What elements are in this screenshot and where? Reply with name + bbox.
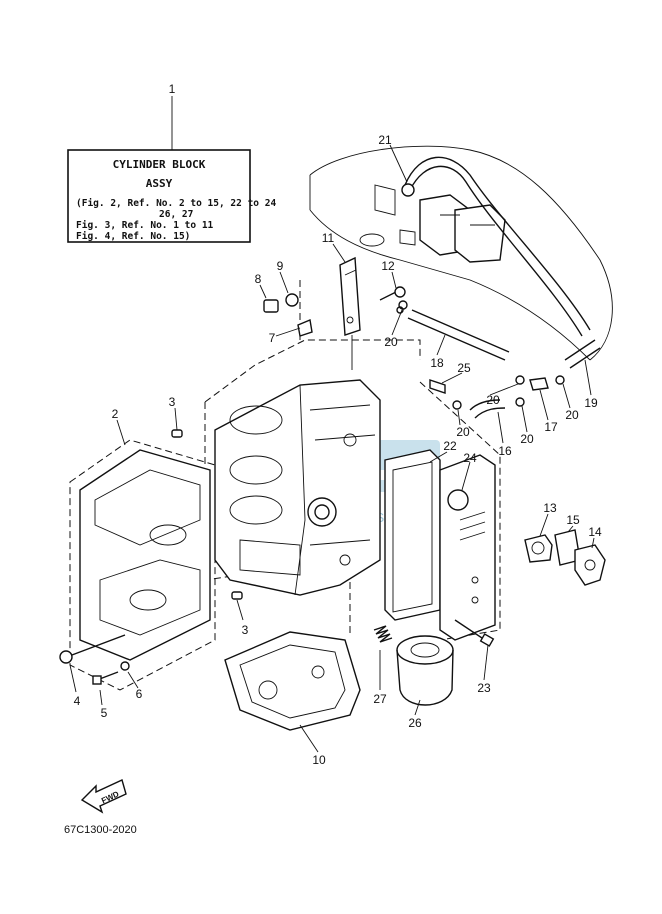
callout-1: 1	[169, 82, 176, 96]
callout-13: 13	[543, 501, 557, 515]
callout-labels: 1 2 3 3 4 5 6 7 8 9 10 11 12 13 14 15 16…	[74, 82, 602, 767]
callout-19: 19	[584, 396, 598, 410]
plug-8	[263, 299, 279, 313]
callout-5: 5	[101, 706, 108, 720]
callout-20-a: 20	[384, 335, 398, 349]
top-cowling-outline	[309, 145, 613, 361]
hose-bracket	[339, 256, 361, 370]
hose-16	[469, 399, 506, 419]
hose-19	[564, 339, 601, 369]
callout-17: 17	[544, 420, 558, 434]
relief-spring	[373, 625, 393, 643]
callout-20-b: 20	[486, 393, 500, 407]
thermostat-cover	[574, 544, 606, 586]
callout-23: 23	[477, 681, 491, 695]
callout-12: 12	[381, 259, 395, 273]
oil-pan-gasket	[224, 631, 361, 731]
callout-14: 14	[588, 525, 602, 539]
washer-6	[120, 661, 130, 671]
callout-16: 16	[498, 444, 512, 458]
oil-filter	[396, 635, 454, 706]
callout-26: 26	[408, 716, 422, 730]
exhaust-cover-gasket	[384, 449, 441, 621]
crankcase	[79, 449, 211, 661]
bolt-4	[59, 634, 126, 664]
title-line-1: CYLINDER BLOCK	[113, 158, 206, 171]
fitting-12	[379, 286, 406, 314]
callout-20-e: 20	[520, 432, 534, 446]
callout-18: 18	[430, 356, 444, 370]
title-line-2: ASSY	[146, 177, 173, 190]
box-line-3: Fig. 3, Ref. No. 1 to 11	[76, 220, 214, 231]
box-line-1: (Fig. 2, Ref. No. 2 to 15, 22 to 24	[76, 198, 276, 209]
box-line-4: Fig. 4, Ref. No. 15)	[76, 231, 190, 242]
thermostat	[524, 534, 553, 563]
fitting-17	[529, 377, 549, 391]
box-line-2: 26, 27	[159, 209, 193, 220]
cylinder-block	[214, 379, 381, 596]
clamps-20	[398, 300, 565, 410]
bolt-23	[454, 619, 495, 647]
callout-3-upper: 3	[169, 395, 176, 409]
fwd-arrow-icon: FWD	[80, 779, 127, 814]
callout-20-c: 20	[565, 408, 579, 422]
callout-27: 27	[373, 692, 387, 706]
diagram-code: 67C1300-2020	[64, 824, 137, 836]
callout-8: 8	[255, 272, 262, 286]
leader-lines	[69, 144, 595, 753]
hose-18	[407, 309, 510, 361]
callout-9: 9	[277, 259, 284, 273]
exhaust-cover	[439, 454, 496, 641]
cap-7	[297, 319, 313, 337]
dowel-pins	[171, 429, 243, 600]
assembly-title-box: CYLINDER BLOCK ASSY (Fig. 2, Ref. No. 2 …	[67, 96, 276, 243]
callout-24: 24	[463, 451, 477, 465]
callout-11: 11	[322, 231, 335, 245]
bolt-5	[92, 671, 119, 685]
callout-2: 2	[112, 407, 119, 421]
callout-20-d: 20	[456, 425, 470, 439]
washer-9	[285, 293, 299, 307]
callout-7: 7	[269, 331, 276, 345]
callout-21: 21	[378, 133, 392, 147]
callout-6: 6	[136, 687, 143, 701]
fitting-25	[429, 379, 446, 394]
callout-15: 15	[566, 513, 580, 527]
callout-10: 10	[312, 753, 326, 767]
callout-3-lower: 3	[242, 623, 249, 637]
callout-25: 25	[457, 361, 471, 375]
callout-22: 22	[443, 439, 457, 453]
callout-4: 4	[74, 694, 81, 708]
